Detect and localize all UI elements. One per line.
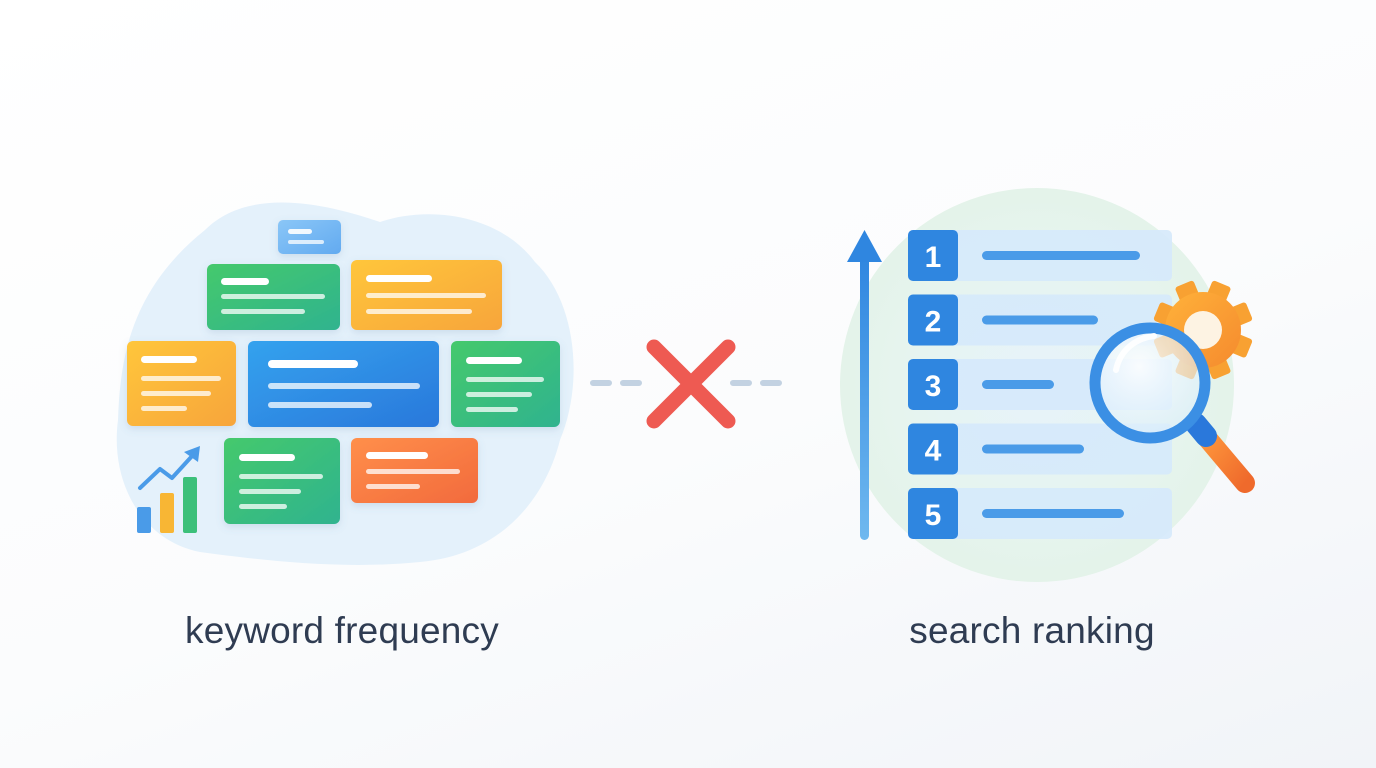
- ranking-row: 1: [908, 230, 1172, 281]
- rank-result-line: [982, 380, 1054, 389]
- rank-result-line: [982, 509, 1124, 518]
- rank-number: 3: [925, 370, 942, 403]
- search-ranking-illustration: 1 2 3 4 5: [840, 188, 1255, 582]
- keyword-card-blue-main: [248, 341, 439, 427]
- rank-number: 5: [925, 499, 942, 532]
- magnifier-icon: [1089, 322, 1255, 493]
- rank-number: 4: [925, 435, 942, 468]
- rank-result-line: [982, 315, 1098, 325]
- connector: [590, 339, 796, 429]
- rank-result-line: [982, 444, 1084, 454]
- rank-badge: [908, 230, 958, 281]
- rank-number: 2: [925, 306, 942, 339]
- keyword-card-small-top: [278, 220, 341, 254]
- keyword-card-yellow-1: [351, 260, 502, 330]
- up-arrow-icon: [847, 230, 882, 540]
- rank-badge: [908, 294, 958, 346]
- keyword-frequency-illustration: [116, 202, 574, 565]
- bar-chart-icon: [137, 446, 200, 533]
- rank-badge: [908, 423, 958, 475]
- keyword-card-yellow-2: [127, 341, 236, 426]
- rank-badge: [908, 359, 958, 410]
- keyword-card-green-1: [207, 264, 340, 330]
- keyword-card-orange-1: [351, 438, 478, 503]
- keyword-frequency-label: keyword frequency: [185, 610, 499, 651]
- ranking-row: 2: [908, 294, 1172, 346]
- red-x-icon: [646, 339, 736, 429]
- rank-number: 1: [925, 241, 942, 274]
- rank-badge: [908, 488, 958, 539]
- keyword-card-green-2: [451, 341, 560, 427]
- rank-result-line: [982, 251, 1140, 260]
- search-ranking-label: search ranking: [909, 610, 1155, 651]
- ranking-row: 4: [908, 423, 1172, 475]
- keyword-card-green-3: [224, 438, 340, 524]
- ranking-row: 5: [908, 488, 1172, 539]
